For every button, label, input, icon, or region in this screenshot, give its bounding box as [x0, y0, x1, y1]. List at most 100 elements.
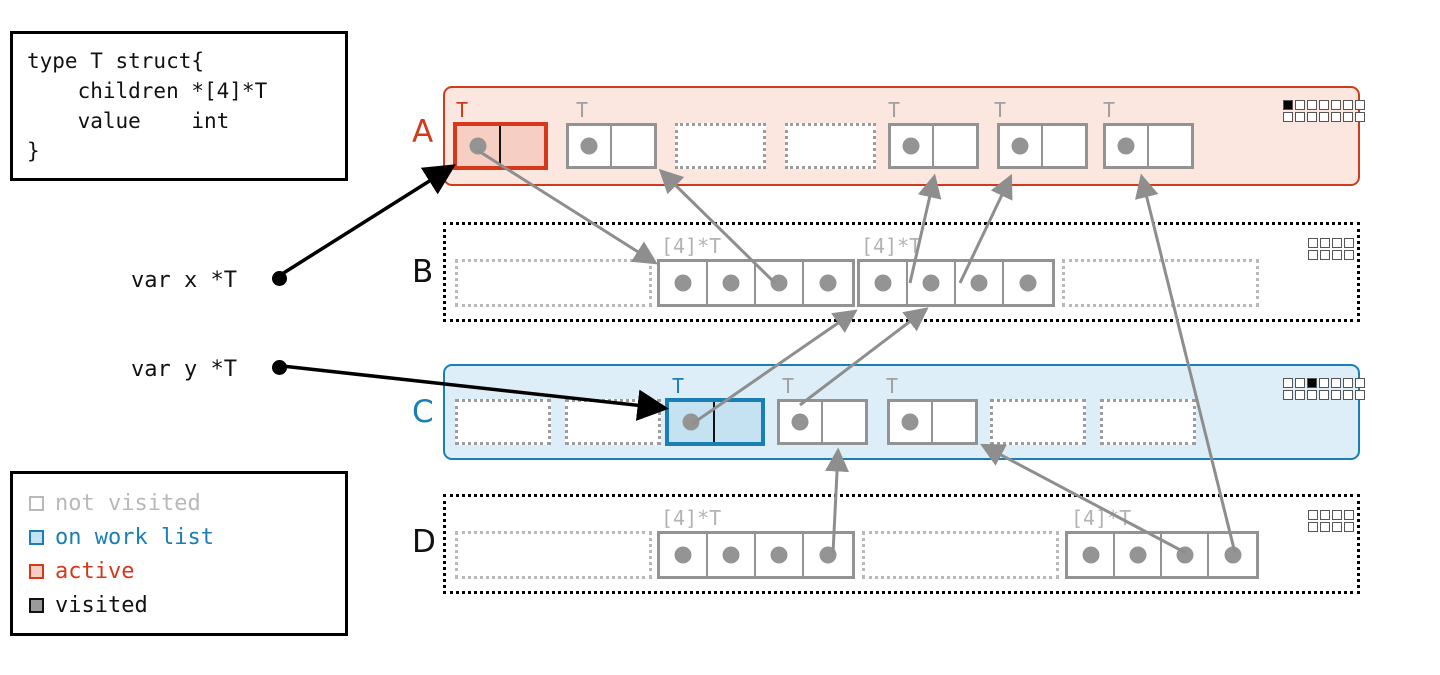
page-map-cell — [1343, 390, 1353, 400]
pointer-dot — [901, 413, 919, 431]
page-map-cell — [1308, 522, 1318, 532]
legend-label-not-visited: not visited — [55, 490, 201, 516]
page-map-cell — [1331, 378, 1341, 388]
page-map-cell — [1331, 100, 1341, 110]
row-a-cell-0-type-label: T — [456, 98, 469, 122]
page-map-cell — [1332, 510, 1342, 520]
pointer-dot — [1082, 546, 1099, 564]
pointer-dot — [469, 137, 487, 155]
row-label-a: A — [412, 114, 434, 150]
row-a-cell-5-children-field — [1000, 126, 1043, 166]
array-slot[interactable] — [756, 262, 804, 304]
row-a-cell-0-children-field — [457, 126, 501, 166]
pointer-dot — [819, 274, 837, 292]
row-c-cell-4[interactable] — [887, 399, 978, 445]
legend-item-not-visited: not visited — [29, 486, 345, 520]
pointer-dot — [922, 274, 940, 292]
page-map-cell — [1344, 522, 1354, 532]
page-map-cell — [1319, 378, 1329, 388]
page-map-cell — [1283, 100, 1293, 110]
row-c-cell-6-free — [1100, 399, 1196, 445]
legend-label-active: active — [55, 558, 135, 584]
page-map-cell — [1343, 100, 1353, 110]
page-map-cell — [1355, 390, 1365, 400]
array-slot[interactable] — [708, 262, 756, 304]
row-label-c: C — [412, 394, 434, 430]
array-slot[interactable] — [956, 262, 1004, 304]
row-d-array-1[interactable] — [1065, 531, 1259, 579]
type-definition-box: type T struct{ children *[4]*T value int… — [10, 31, 348, 181]
row-a-cell-6-type-label: T — [1103, 98, 1116, 122]
pointer-dot — [791, 413, 809, 431]
row-label-d: D — [412, 524, 436, 560]
page-map-cell — [1320, 250, 1330, 260]
row-c-cell-3-children-field — [780, 402, 823, 442]
row-c-cell-3[interactable] — [777, 399, 868, 445]
row-a-cell-1[interactable] — [566, 123, 657, 169]
row-b-array-1[interactable] — [857, 259, 1055, 307]
array-slot[interactable] — [804, 534, 852, 576]
array-slot[interactable] — [756, 534, 804, 576]
page-map-cell — [1283, 378, 1293, 388]
page-map-cell — [1308, 250, 1318, 260]
pointer-dot — [819, 546, 837, 564]
row-c-cell-2-children-field — [669, 402, 715, 442]
row-c-cell-3-value-field — [823, 402, 866, 442]
array-slot[interactable] — [1004, 262, 1052, 304]
row-c-cell-2-value-field — [715, 402, 761, 442]
pointer-dot — [674, 274, 692, 292]
array-slot[interactable] — [1209, 534, 1256, 576]
row-c-cell-2-type-label: T — [672, 374, 685, 398]
row-c-cell-2[interactable] — [665, 398, 765, 446]
page-map-cell — [1320, 238, 1330, 248]
pointer-dot — [674, 546, 692, 564]
array-slot[interactable] — [708, 534, 756, 576]
page-map-cell — [1344, 250, 1354, 260]
page-map-row — [1283, 390, 1365, 400]
row-a-cell-2-free — [675, 123, 766, 169]
row-a-cell-4-value-field — [934, 126, 977, 166]
array-slot[interactable] — [1115, 534, 1162, 576]
page-map-cell — [1332, 522, 1342, 532]
array-slot[interactable] — [804, 262, 852, 304]
page-map-cell — [1307, 112, 1317, 122]
page-map-cell — [1320, 510, 1330, 520]
row-a-cell-6-children-field — [1106, 126, 1149, 166]
row-a-cell-5[interactable] — [997, 123, 1088, 169]
page-map-cell — [1283, 390, 1293, 400]
pointer-dot — [580, 137, 598, 155]
array-slot[interactable] — [660, 534, 708, 576]
page-map-cell — [1295, 378, 1305, 388]
page-map-row — [1283, 378, 1365, 388]
page-map-row — [1308, 510, 1354, 520]
row-d-free-block-0 — [455, 531, 652, 579]
row-a-cell-4[interactable] — [888, 123, 979, 169]
row-c-cell-3-type-label: T — [782, 374, 795, 398]
row-a-cell-6[interactable] — [1103, 123, 1194, 169]
pointer-dot — [770, 546, 788, 564]
row-d-array-0[interactable] — [657, 531, 855, 579]
legend-swatch-not-visited — [29, 495, 44, 511]
row-a-cell-0[interactable] — [453, 122, 548, 170]
row-a-cell-3-free — [785, 123, 876, 169]
page-map-cell — [1343, 112, 1353, 122]
row-a-page-map-icon — [1283, 100, 1365, 122]
page-map-cell — [1319, 100, 1329, 110]
row-label-b: B — [412, 254, 434, 290]
row-a-cell-4-type-label: T — [888, 98, 901, 122]
row-c-cell-4-type-label: T — [886, 374, 899, 398]
row-b-array-0[interactable] — [657, 259, 855, 307]
pointer-dot — [770, 274, 788, 292]
page-map-cell — [1332, 250, 1342, 260]
page-map-row — [1283, 112, 1365, 122]
array-slot[interactable] — [860, 262, 908, 304]
legend-item-active: active — [29, 554, 345, 588]
row-d-free-block-1 — [862, 531, 1059, 579]
row-a-cell-1-children-field — [569, 126, 612, 166]
array-slot[interactable] — [660, 262, 708, 304]
array-slot[interactable] — [1162, 534, 1209, 576]
array-slot[interactable] — [908, 262, 956, 304]
array-slot[interactable] — [1068, 534, 1115, 576]
page-map-cell — [1319, 390, 1329, 400]
legend-box: not visited on work list active visited — [10, 471, 348, 636]
